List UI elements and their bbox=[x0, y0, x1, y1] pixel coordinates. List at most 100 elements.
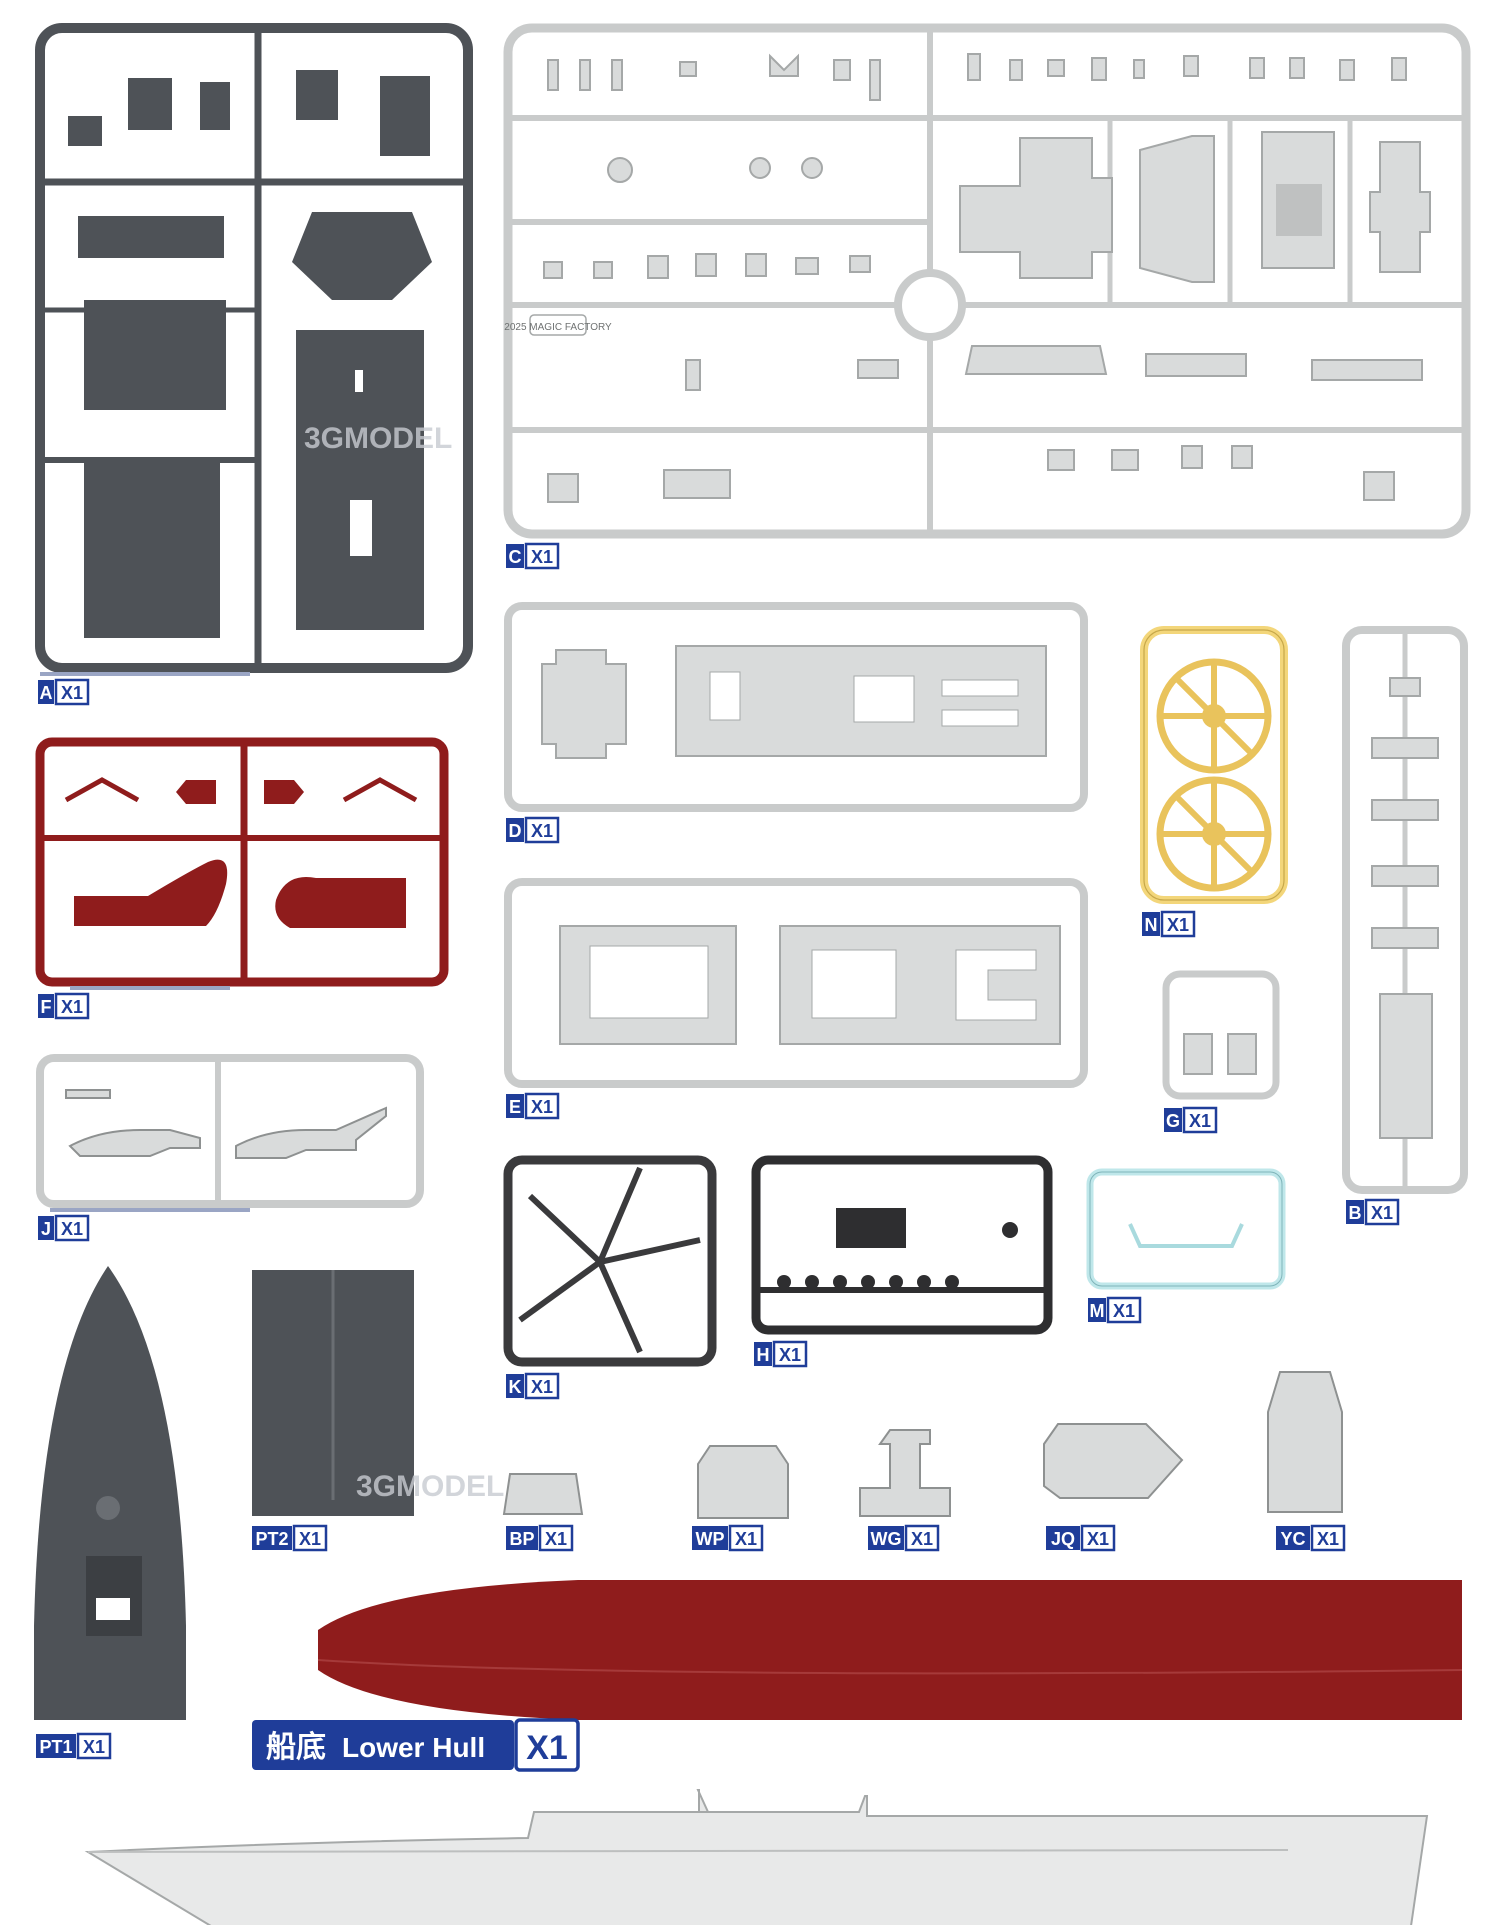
label-wp-count: X1 bbox=[735, 1529, 757, 1549]
part-a-deck-hex bbox=[292, 212, 432, 300]
sprue-g bbox=[1162, 970, 1280, 1100]
sprue-e bbox=[504, 878, 1088, 1088]
label-m: M X1 bbox=[1088, 1296, 1142, 1324]
part-d-small-deck bbox=[541, 649, 627, 759]
part-f-funnel-2 bbox=[264, 780, 304, 804]
part-a-beam bbox=[78, 216, 224, 258]
sprue-a bbox=[35, 23, 473, 676]
sprue-c: 2025 MAGIC FACTORY bbox=[503, 23, 1471, 539]
sprue-m bbox=[1086, 1168, 1286, 1290]
label-pt2-id: PT2 bbox=[255, 1529, 288, 1549]
sprue-j bbox=[36, 1054, 424, 1212]
part-h-block bbox=[836, 1208, 906, 1248]
watermark-1: 3GMODEL bbox=[304, 422, 452, 455]
part-pt1 bbox=[34, 1266, 186, 1720]
part-pt2 bbox=[252, 1270, 414, 1516]
part-jq bbox=[1043, 1423, 1184, 1499]
label-wg: WG X1 bbox=[868, 1524, 940, 1552]
label-h-id: H bbox=[757, 1345, 770, 1365]
label-h: H X1 bbox=[754, 1340, 808, 1368]
sprue-d bbox=[504, 602, 1088, 812]
label-n-count: X1 bbox=[1167, 915, 1189, 935]
label-wg-id: WG bbox=[871, 1529, 902, 1549]
propeller-2 bbox=[1156, 776, 1272, 892]
label-b: B X1 bbox=[1346, 1198, 1400, 1226]
label-c-id: C bbox=[509, 547, 522, 567]
part-f-hull-side-left bbox=[74, 859, 228, 926]
part-upper-hull bbox=[84, 1789, 1429, 1925]
part-a-plate-1 bbox=[84, 300, 226, 410]
label-wg-count: X1 bbox=[911, 1529, 933, 1549]
part-yc bbox=[1267, 1371, 1343, 1513]
label-f-count: X1 bbox=[61, 997, 83, 1017]
label-f: F X1 bbox=[38, 992, 90, 1020]
label-f-id: F bbox=[41, 997, 52, 1017]
part-c-box bbox=[547, 473, 579, 503]
label-n-id: N bbox=[1145, 915, 1158, 935]
part-f-bracket-right bbox=[342, 777, 418, 803]
label-bp-count: X1 bbox=[545, 1529, 567, 1549]
label-g: G X1 bbox=[1164, 1106, 1218, 1134]
label-g-id: G bbox=[1166, 1111, 1180, 1131]
label-k: K X1 bbox=[506, 1372, 560, 1400]
part-m-rail bbox=[1128, 1223, 1244, 1248]
lower-hull-zh: 船底 bbox=[266, 1731, 326, 1764]
part-wp bbox=[697, 1445, 789, 1519]
label-pt1: PT1 X1 bbox=[36, 1732, 112, 1760]
label-pt2: PT2 X1 bbox=[252, 1524, 328, 1552]
lower-hull-en: Lower Hull bbox=[342, 1732, 485, 1763]
label-wp-id: WP bbox=[696, 1529, 725, 1549]
label-m-id: M bbox=[1090, 1301, 1105, 1321]
label-n: N X1 bbox=[1142, 910, 1196, 938]
part-f-hull-side-right bbox=[275, 876, 406, 928]
sprue-n bbox=[1140, 626, 1288, 904]
label-j-id: J bbox=[41, 1219, 51, 1239]
label-d: D X1 bbox=[506, 816, 560, 844]
label-bp-id: BP bbox=[509, 1529, 534, 1549]
label-e-count: X1 bbox=[531, 1097, 553, 1117]
part-b-ladder-3 bbox=[1371, 865, 1439, 887]
part-b-ladder-2 bbox=[1371, 799, 1439, 821]
part-bp bbox=[502, 1473, 584, 1515]
part-f-bracket-left bbox=[64, 777, 140, 803]
label-c: C X1 bbox=[506, 542, 560, 570]
label-jq-id: JQ bbox=[1051, 1529, 1075, 1549]
sprue-f bbox=[35, 737, 449, 990]
label-j: J X1 bbox=[38, 1214, 90, 1242]
part-b-1 bbox=[1389, 677, 1421, 697]
part-g-1 bbox=[1183, 1033, 1213, 1075]
label-a: A X1 bbox=[38, 678, 90, 706]
part-a-cover bbox=[296, 70, 338, 120]
label-jq-count: X1 bbox=[1087, 1529, 1109, 1549]
label-lower-hull: 船底 Lower Hull X1 bbox=[252, 1718, 580, 1772]
part-c-hatch bbox=[1363, 471, 1395, 501]
part-lower-hull bbox=[317, 1580, 1463, 1720]
label-bp: BP X1 bbox=[506, 1524, 574, 1552]
part-a-turret bbox=[380, 76, 430, 156]
label-jq: JQ X1 bbox=[1046, 1524, 1116, 1552]
part-f-funnel-1 bbox=[176, 780, 216, 804]
label-c-count: X1 bbox=[531, 547, 553, 567]
label-a-id: A bbox=[40, 683, 53, 703]
part-b-ladder-1 bbox=[1371, 737, 1439, 759]
watermark-2: 3GMODEL bbox=[356, 1470, 504, 1503]
label-j-count: X1 bbox=[61, 1219, 83, 1239]
part-b-ladder-4 bbox=[1371, 927, 1439, 949]
part-a-plate-2 bbox=[84, 462, 220, 638]
part-c-main-deck bbox=[959, 137, 1113, 279]
label-h-count: X1 bbox=[779, 1345, 801, 1365]
part-wg bbox=[859, 1429, 951, 1517]
label-k-count: X1 bbox=[531, 1377, 553, 1397]
label-wp: WP X1 bbox=[692, 1524, 764, 1552]
label-e: E X1 bbox=[506, 1092, 560, 1120]
sprue-k bbox=[503, 1155, 717, 1367]
label-d-id: D bbox=[509, 821, 522, 841]
lower-hull-count: X1 bbox=[526, 1729, 568, 1767]
part-c-vent-pair bbox=[1145, 353, 1247, 377]
label-yc-id: YC bbox=[1280, 1529, 1305, 1549]
sprue-b bbox=[1342, 626, 1468, 1194]
label-b-count: X1 bbox=[1371, 1203, 1393, 1223]
part-c-bridge-wing bbox=[1369, 141, 1431, 273]
part-a-bracket bbox=[200, 82, 230, 130]
part-a-block bbox=[68, 116, 102, 146]
